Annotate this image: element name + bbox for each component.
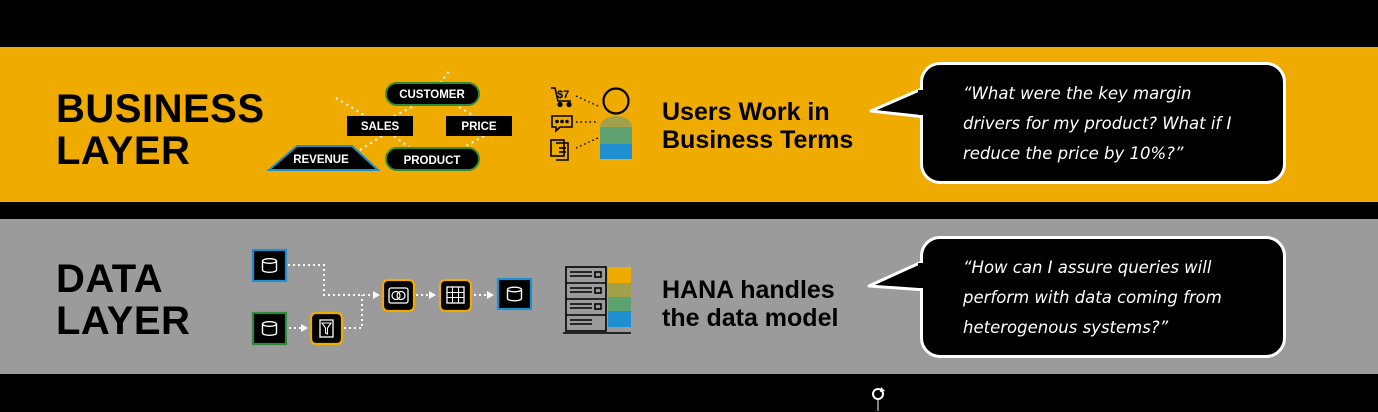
database-icon-source-top <box>251 248 288 283</box>
data-layer-title: DATA LAYER <box>56 258 190 342</box>
svg-text:$7: $7 <box>557 89 569 101</box>
entity-revenue-label: REVENUE <box>293 154 349 166</box>
entity-sales-label: SALES <box>361 121 400 133</box>
business-entity-diagram: CUSTOMER SALES PRICE REVENUE PRODUCT <box>266 69 512 171</box>
data-quote-line-1: “How can I assure queries will <box>963 258 1212 277</box>
connector-customer-ne <box>439 69 451 84</box>
data-flow-diagram <box>251 248 533 346</box>
server-rack-icon <box>563 266 631 334</box>
data-quote-line-2: perform with data coming from <box>963 288 1222 307</box>
data-bubble-tail-cover <box>918 263 926 288</box>
entity-sales: SALES <box>347 116 413 136</box>
document-icon <box>550 139 569 161</box>
business-layer-title: BUSINESS LAYER <box>56 88 265 172</box>
business-quote-line-1: “What were the key margin <box>963 84 1192 103</box>
business-subtitle-line-1: Users Work in <box>662 98 830 126</box>
connector-sales-product <box>393 135 411 149</box>
business-subtitle: Users Work in Business Terms <box>662 98 853 154</box>
connector-sales-nw <box>335 97 373 121</box>
business-user-icon-group: $7 <box>550 87 632 161</box>
business-subtitle-line-2: Business Terms <box>662 126 854 154</box>
join-icon <box>381 278 416 313</box>
flow-connector-top <box>288 264 376 296</box>
connector-price-product <box>461 135 485 149</box>
flow-connector-bottom-b <box>344 295 363 329</box>
data-subtitle-line-1: HANA handles <box>662 276 835 304</box>
data-title-line-2: LAYER <box>56 299 191 343</box>
business-quote-line-3: reduce the price by 10%?” <box>963 144 1184 163</box>
data-quote-bubble: “How can I assure queries will perform w… <box>920 236 1286 358</box>
rotate-cursor-icon[interactable] <box>868 386 888 412</box>
entity-product-label: PRODUCT <box>404 155 461 167</box>
entity-customer: CUSTOMER <box>385 82 480 106</box>
table-icon <box>438 278 473 313</box>
connector-sales-customer <box>393 103 419 117</box>
business-bubble-tail-cover <box>918 90 926 115</box>
dollar-cart-icon: $7 <box>551 87 572 108</box>
data-quote-line-3: heterogenous systems?” <box>963 318 1169 337</box>
entity-product: PRODUCT <box>385 147 480 171</box>
business-title-line-1: BUSINESS <box>56 87 265 131</box>
connector-sales-revenue <box>359 135 383 151</box>
entity-customer-label: CUSTOMER <box>399 89 465 101</box>
entity-price-label: PRICE <box>461 121 496 133</box>
user-icon <box>600 87 632 159</box>
data-subtitle: HANA handles the data model <box>662 276 838 332</box>
database-icon-source-bottom <box>251 311 288 346</box>
connector-customer-price <box>453 103 475 117</box>
entity-revenue: REVENUE <box>266 145 381 171</box>
business-title-line-2: LAYER <box>56 129 191 173</box>
business-quote-line-2: drivers for my product? What if I <box>963 114 1232 133</box>
business-quote-bubble: “What were the key margin drivers for my… <box>920 62 1286 184</box>
chat-icon <box>551 115 573 133</box>
database-icon-target <box>496 277 533 311</box>
filter-icon <box>309 311 344 346</box>
data-title-line-1: DATA <box>56 257 164 301</box>
entity-price: PRICE <box>446 116 512 136</box>
data-subtitle-line-2: the data model <box>662 304 839 332</box>
